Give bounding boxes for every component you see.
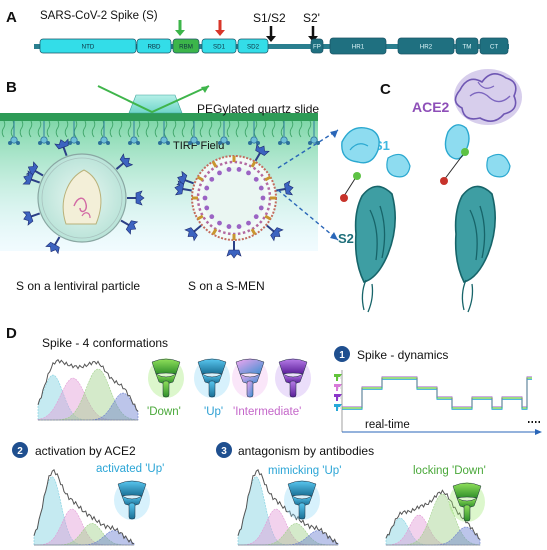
slide-label: PEGylated quartz slide <box>197 102 319 116</box>
conformations-title: Spike - 4 conformations <box>42 336 168 350</box>
domain-label-fp: FP <box>313 43 321 50</box>
domain-label-hr1: HR1 <box>352 43 365 50</box>
lentiviral-particle <box>37 153 127 243</box>
locking-label: locking 'Down' <box>413 465 486 477</box>
intermediate-state-glyph-b <box>275 358 311 398</box>
state-up-label: 'Up' <box>204 406 223 418</box>
realtime-label: real-time <box>365 419 410 431</box>
panel-label-b: B <box>6 79 17 96</box>
panel-label-c: C <box>380 81 391 98</box>
panel-label-d: D <box>6 325 17 342</box>
spike-domain-bar: NTD RBD RBM SD1 SD2 FP HR1 HR2 TM CT <box>39 37 509 55</box>
ace2-structure <box>454 69 522 125</box>
mimicking-label: mimicking 'Up' <box>268 465 341 477</box>
s1s2-site-arrow <box>266 26 276 42</box>
locking-down-glyph <box>449 482 485 522</box>
quartz-slide <box>0 113 318 121</box>
step-2-badge <box>12 442 28 458</box>
step-1-title: Spike - dynamics <box>357 348 448 362</box>
conformation-histogram-main <box>37 358 139 421</box>
step-3-badge <box>216 442 232 458</box>
viral-capsid <box>62 169 102 225</box>
ace2-label: ACE2 <box>412 99 450 115</box>
spike-backbone <box>34 44 509 49</box>
domain-box-rbm <box>172 38 200 54</box>
domain-box-sd2 <box>237 38 269 54</box>
sd1-marker-red-arrow <box>215 20 225 36</box>
domain-label-sd1: SD1 <box>213 43 226 50</box>
step-1-badge <box>334 346 350 362</box>
lentiviral-spikes <box>22 138 145 255</box>
laser-beam <box>97 85 210 114</box>
activated-up-glyph <box>114 480 150 520</box>
viral-rna <box>73 197 88 213</box>
spike-title: SARS-CoV-2 Spike (S) <box>40 10 158 22</box>
domain-box-ntd <box>39 38 137 54</box>
domain-label-hr2: HR2 <box>420 43 433 50</box>
spike-structure-2 <box>440 124 511 313</box>
domain-box-ct <box>479 37 509 55</box>
step-3-number: 3 <box>221 446 227 457</box>
prism <box>128 94 183 114</box>
mimicking-up-glyph <box>284 480 320 520</box>
activated-label: activated 'Up' <box>96 463 164 475</box>
caption-lentiviral: S on a lentiviral particle <box>16 279 140 293</box>
domain-box-fp <box>310 38 324 54</box>
domain-box-hr2 <box>397 37 455 55</box>
cleavage-s2prime-label: S2' <box>303 11 320 25</box>
domain-label-sd2: SD2 <box>247 43 260 50</box>
panel-label-a: A <box>6 9 17 26</box>
histogram-mimicking <box>237 468 339 546</box>
state-intermediate-label: 'Intermediate' <box>233 406 301 418</box>
step-2-title: activation by ACE2 <box>35 444 136 458</box>
state-down-label: 'Down' <box>147 406 181 418</box>
spike-structure-1 <box>340 127 411 313</box>
domain-box-hr1 <box>329 37 387 55</box>
domain-label-rbd: RBD <box>147 43 161 50</box>
smen-spikes <box>174 143 294 259</box>
rbm-marker-green-arrow <box>175 20 185 36</box>
domain-label-rbm: RBM <box>179 43 193 50</box>
step-2-number: 2 <box>17 446 23 457</box>
zoom-arrows <box>277 129 339 241</box>
domain-label-ntd: NTD <box>82 43 95 50</box>
tirf-field-label: TIRF Field <box>173 140 224 152</box>
peg-brush-layer <box>1 120 320 145</box>
up-state-glyph <box>194 358 230 398</box>
domain-box-tm <box>455 37 479 55</box>
intermediate-state-glyph-a <box>232 358 268 398</box>
histogram-locking <box>385 489 481 546</box>
smfret-trace <box>334 370 542 435</box>
domain-box-sd1 <box>201 38 237 54</box>
caption-smen: S on a S-MEN <box>188 279 265 293</box>
step-3-title: antagonism by antibodies <box>238 444 374 458</box>
domain-label-tm: TM <box>463 43 472 50</box>
s2-label: S2 <box>338 231 354 246</box>
cleavage-s1s2-label: S1/S2 <box>253 11 286 25</box>
down-state-glyph <box>148 358 184 398</box>
step-1-number: 1 <box>339 350 345 361</box>
domain-label-ct: CT <box>490 43 498 50</box>
domain-box-rbd <box>136 38 172 54</box>
histogram-activated <box>33 468 135 546</box>
